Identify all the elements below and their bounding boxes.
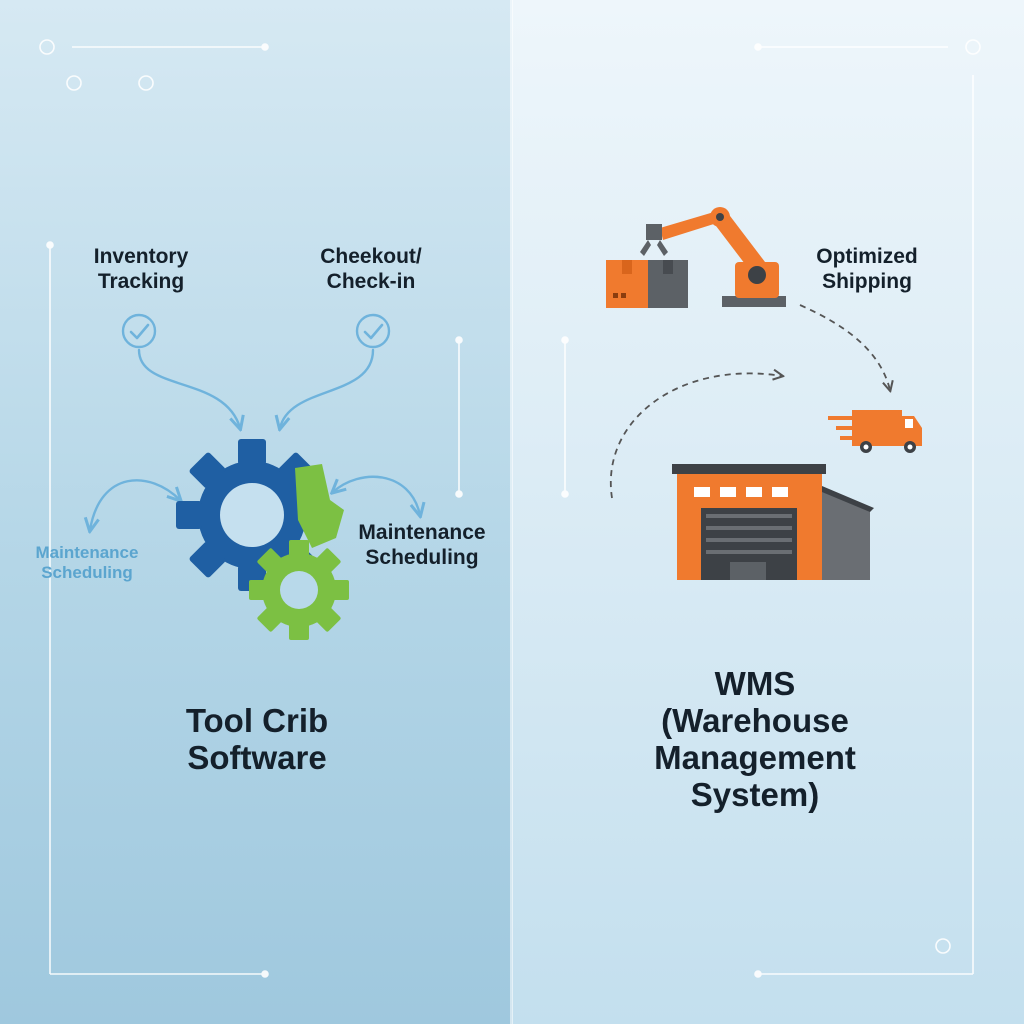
- right-frame-decoration: [561, 39, 981, 978]
- warehouse-icon: [672, 464, 874, 580]
- tool-crib-title: Tool Crib Software: [185, 702, 329, 776]
- dashed-flow-arrows: [609, 304, 890, 499]
- feature-inventory-tracking: Inventory Tracking: [93, 245, 189, 293]
- check-circle-icon: [355, 313, 391, 349]
- delivery-truck-icon: [828, 410, 922, 453]
- wms-title: WMS (Warehouse Management System): [654, 665, 856, 813]
- robotic-arm-icon: [640, 207, 786, 307]
- feature-optimized-shipping: Optimized Shipping: [816, 245, 918, 293]
- feature-maintenance-scheduling: Maintenance Scheduling: [358, 521, 486, 569]
- check-circle-icon: [121, 313, 157, 349]
- left-frame-decoration: [39, 39, 463, 978]
- feature-checkout-checkin: Cheekout/ Check-in: [320, 245, 422, 293]
- gears-icon: [176, 439, 349, 640]
- box-icon: [606, 260, 688, 308]
- feature-maintenance-scheduling-faded: Maintenance Scheduling: [35, 543, 139, 583]
- panel-divider: [510, 0, 513, 1024]
- feature-connector-arrows: [90, 348, 420, 530]
